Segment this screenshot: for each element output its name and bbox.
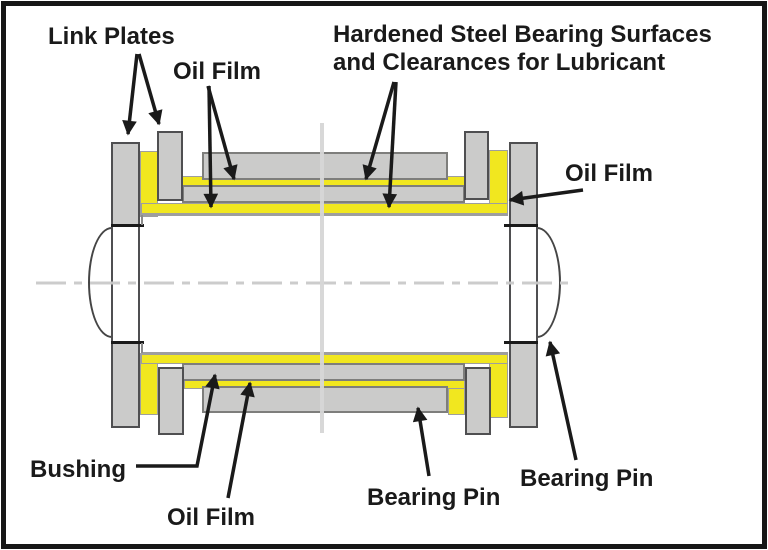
label-heading-line2: and Clearances for Lubricant bbox=[333, 49, 666, 76]
label-heading: Hardened Steel Bearing Surfaces and Clea… bbox=[333, 21, 712, 77]
film-step-line-top-left bbox=[141, 215, 143, 225]
bearing-pin-surface-top bbox=[202, 152, 448, 180]
pin-outline-top-right bbox=[504, 224, 538, 227]
inner-link-plate-left-top bbox=[157, 131, 183, 201]
inner-link-plate-right-bottom bbox=[465, 367, 491, 435]
pin-outline-bottom-right bbox=[504, 341, 538, 344]
film-step-line-bottom-left bbox=[141, 343, 143, 353]
pin-outline-top-left bbox=[111, 224, 144, 227]
label-oil-film-top: Oil Film bbox=[173, 58, 262, 85]
label-bearing-pin-right: Bearing Pin bbox=[520, 465, 654, 492]
label-link-plates: Link Plates bbox=[48, 23, 175, 50]
label-bearing-pin-bottom: Bearing Pin bbox=[367, 484, 501, 511]
label-heading-line1: Hardened Steel Bearing Surfaces bbox=[333, 21, 712, 48]
label-bushing: Bushing bbox=[30, 456, 126, 483]
label-oil-film-right: Oil Film bbox=[565, 160, 654, 187]
oil-film-top-inner bbox=[141, 203, 508, 216]
pin-outline-bottom-left bbox=[111, 341, 144, 344]
inner-link-plate-right-top bbox=[464, 131, 489, 200]
label-oil-film-bottom: Oil Film bbox=[167, 504, 256, 531]
